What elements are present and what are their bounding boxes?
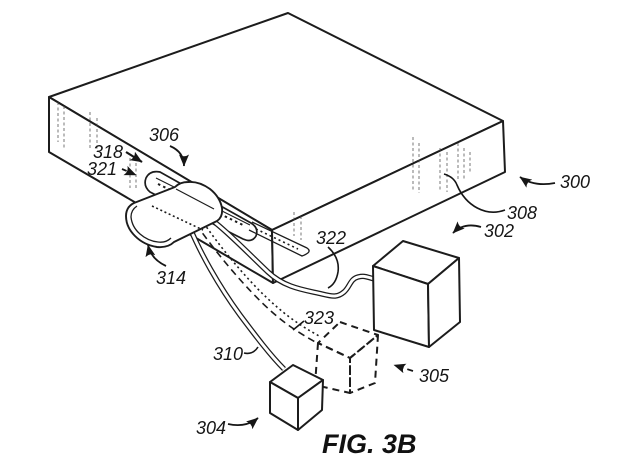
ref-label-306: 306 bbox=[149, 125, 180, 145]
connector-314 bbox=[125, 180, 224, 249]
cable-322 bbox=[201, 211, 376, 299]
ref-label-300: 300 bbox=[560, 172, 590, 192]
leader-305 bbox=[393, 363, 414, 374]
leader-321 bbox=[121, 165, 137, 176]
ref-label-305: 305 bbox=[419, 366, 450, 386]
leader-302 bbox=[452, 221, 482, 234]
leader-310 bbox=[243, 346, 259, 355]
leader-306 bbox=[169, 145, 189, 167]
ref-label-318: 318 bbox=[93, 142, 123, 162]
ref-label-308: 308 bbox=[507, 203, 537, 223]
ref-label-310: 310 bbox=[213, 344, 243, 364]
leader-323 bbox=[292, 320, 305, 331]
leader-322 bbox=[327, 246, 340, 289]
cable-323-phantom bbox=[195, 218, 322, 344]
ref-label-304: 304 bbox=[196, 418, 226, 438]
leader-318 bbox=[125, 151, 143, 163]
ref-label-321: 321 bbox=[87, 159, 117, 179]
cube-302 bbox=[372, 240, 461, 348]
leader-314 bbox=[145, 244, 167, 267]
cube-304 bbox=[269, 364, 324, 431]
ref-label-323: 323 bbox=[304, 308, 334, 328]
leader-lines bbox=[121, 145, 556, 430]
connector-seam-dots bbox=[151, 205, 204, 231]
figure-caption: FIG. 3B bbox=[322, 429, 417, 459]
leader-308 bbox=[443, 173, 506, 213]
slot-teeth-dots bbox=[157, 183, 246, 227]
leader-304 bbox=[227, 417, 259, 430]
ref-label-322: 322 bbox=[316, 228, 346, 248]
cable-310 bbox=[187, 226, 286, 371]
phantom-cube-305 bbox=[314, 321, 379, 394]
leader-300 bbox=[519, 176, 556, 188]
ref-label-302: 302 bbox=[484, 221, 514, 241]
ref-label-314: 314 bbox=[156, 268, 186, 288]
surface-hatching bbox=[57, 102, 471, 240]
